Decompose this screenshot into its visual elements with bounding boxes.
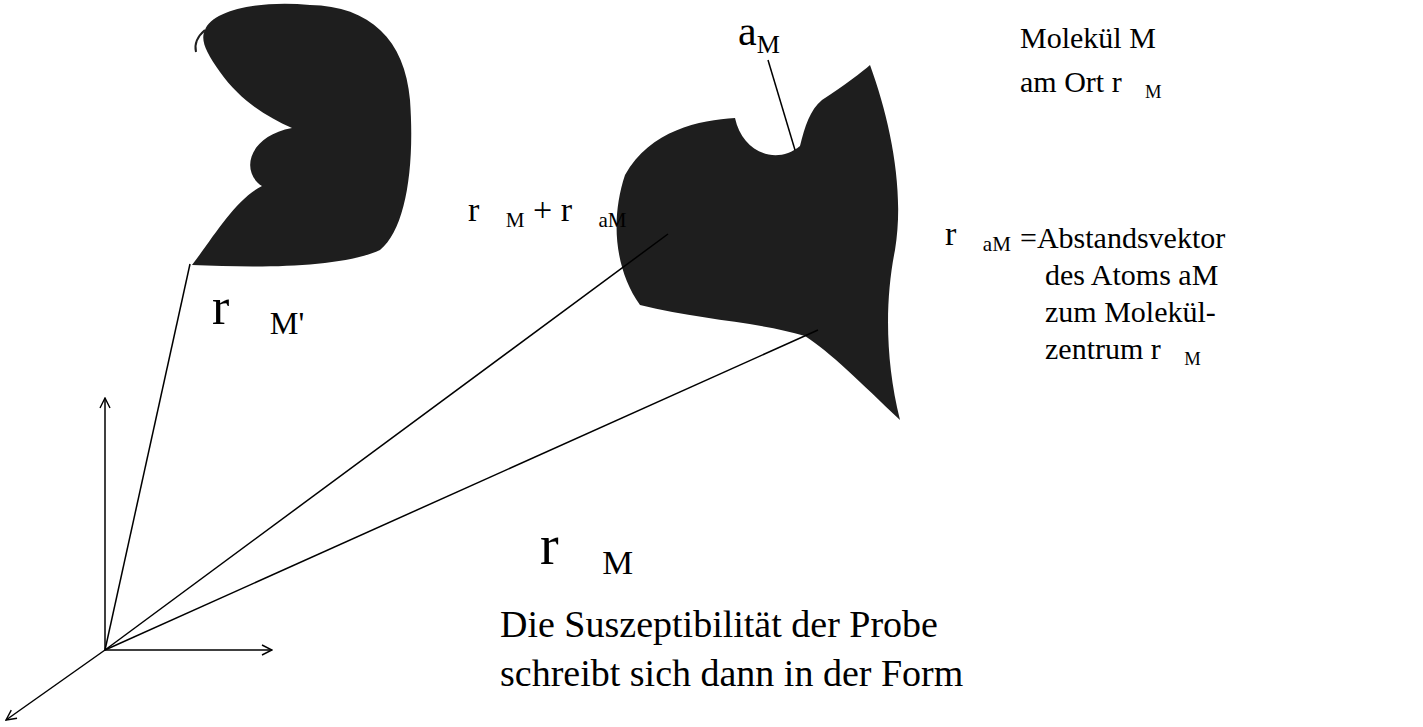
vector-definition: =Abstandsvektor des Atoms aM zum Molekül… — [1020, 220, 1225, 370]
vector-label: r⃗M' — [212, 276, 304, 342]
vector-label: r⃗M — [540, 512, 633, 584]
axis-arrow — [105, 649, 272, 651]
position-vector — [105, 264, 190, 650]
atom-label: aM — [738, 6, 780, 60]
molecule-note: Molekül M am Ort r⃗M — [1020, 16, 1162, 105]
curl-mark — [195, 30, 205, 52]
position-vector — [105, 234, 668, 650]
axis-arrow — [104, 398, 106, 650]
vector-label: r⃗M + r⃗aM — [468, 190, 627, 234]
leader-line — [768, 60, 795, 150]
molecule-blob — [617, 65, 900, 420]
axis-arrow — [6, 650, 105, 720]
vector-label: r⃗aM — [945, 214, 1011, 258]
molecule-blob — [192, 4, 411, 267]
caption-text: Die Suszeptibilität der Probe schreibt s… — [500, 600, 963, 699]
position-vector — [105, 330, 818, 650]
